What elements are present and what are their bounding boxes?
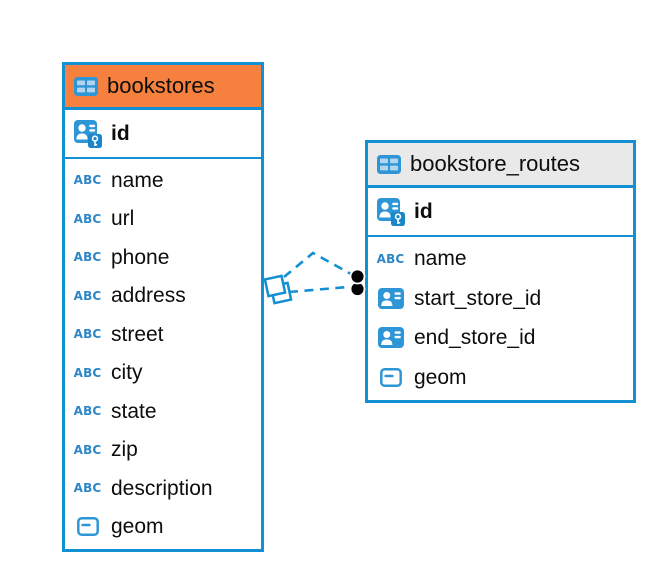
table-icon <box>377 154 401 174</box>
text-type-icon: ABC <box>73 442 102 457</box>
field-name: end_store_id <box>414 326 536 350</box>
field-row[interactable]: start_store_id <box>368 279 633 319</box>
text-type-icon: ABC <box>73 404 102 419</box>
field-name: url <box>111 207 135 231</box>
relationship-diamond-marker[interactable] <box>269 281 293 305</box>
field-row[interactable]: ABC name <box>65 161 261 200</box>
person-reference-icon <box>375 287 406 309</box>
field-name: id <box>414 200 433 223</box>
field-row[interactable]: ABC street <box>65 315 261 354</box>
field-row[interactable]: ABC description <box>65 469 261 508</box>
geometry-type-icon <box>375 367 406 387</box>
table-title: bookstore_routes <box>410 151 580 176</box>
field-row[interactable]: ABC city <box>65 354 261 393</box>
field-row[interactable]: ABC address <box>65 277 261 316</box>
field-name: name <box>414 247 467 271</box>
person-key-icon <box>375 197 406 226</box>
field-name: phone <box>111 245 170 269</box>
table-bookstores[interactable]: bookstores id ABC <box>62 62 264 552</box>
field-row-pk[interactable]: id <box>65 110 261 159</box>
geometry-type-icon <box>72 517 103 537</box>
field-row-pk[interactable]: id <box>368 188 633 237</box>
field-name: street <box>111 322 164 346</box>
field-name: name <box>111 168 164 192</box>
text-type-icon: ABC <box>73 173 102 188</box>
field-name: description <box>111 476 213 500</box>
field-row[interactable]: ABC state <box>65 392 261 431</box>
text-type-icon: ABC <box>73 365 102 380</box>
person-reference-icon <box>375 327 406 349</box>
field-row[interactable]: ABC zip <box>65 431 261 470</box>
text-type-icon: ABC <box>73 211 102 226</box>
relationship-dot-marker[interactable] <box>349 268 366 285</box>
table-bookstore-routes[interactable]: bookstore_routes id ABC <box>365 140 636 403</box>
field-name: city <box>111 361 143 385</box>
field-name: geom <box>414 365 467 389</box>
field-name: address <box>111 284 186 308</box>
field-row[interactable]: ABC url <box>65 200 261 239</box>
field-list: ABC name start_store_id <box>368 237 633 400</box>
field-name: geom <box>111 515 164 539</box>
relationship-diamond-marker[interactable] <box>263 274 287 298</box>
person-key-icon <box>72 119 103 148</box>
text-type-icon: ABC <box>73 250 102 265</box>
field-row[interactable]: geom <box>65 508 261 547</box>
table-title: bookstores <box>107 73 215 98</box>
table-header-bookstore-routes[interactable]: bookstore_routes <box>368 143 633 188</box>
relationship-dot-marker[interactable] <box>349 281 366 297</box>
field-name: zip <box>111 438 138 462</box>
table-header-bookstores[interactable]: bookstores <box>65 65 261 110</box>
relationship-line[interactable] <box>288 285 349 294</box>
text-type-icon: ABC <box>73 481 102 496</box>
field-name: start_store_id <box>414 286 542 310</box>
text-type-icon: ABC <box>73 288 102 303</box>
field-row[interactable]: ABC name <box>368 239 633 279</box>
field-list: ABC name ABC url ABC phone ABC address A… <box>65 159 261 549</box>
text-type-icon: ABC <box>376 251 405 266</box>
field-row[interactable]: ABC phone <box>65 238 261 277</box>
field-name: id <box>111 122 130 145</box>
text-type-icon: ABC <box>73 327 102 342</box>
field-row[interactable]: end_store_id <box>368 318 633 358</box>
relationship-line[interactable] <box>283 251 352 279</box>
field-name: state <box>111 399 157 423</box>
table-icon <box>74 76 98 96</box>
field-row[interactable]: geom <box>368 358 633 398</box>
